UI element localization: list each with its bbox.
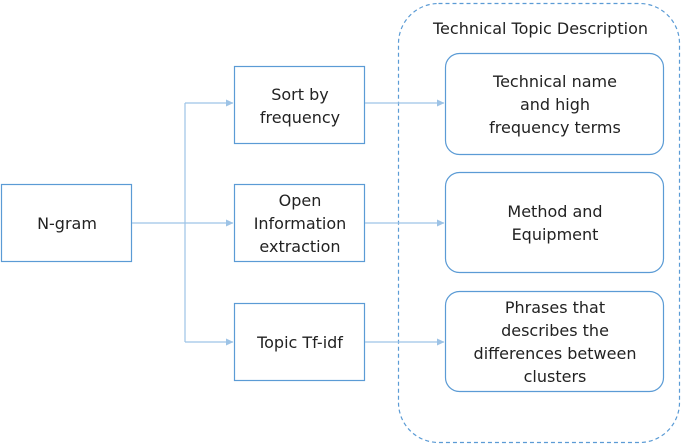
ngram-label: N-gram: [37, 214, 97, 233]
sort-by-frequency-label: Sort by frequency: [259, 84, 341, 127]
phrases-differences-box: [444, 290, 665, 393]
phrases-differences-label: Phrases that describes the differences b…: [473, 298, 637, 386]
technical-name-box: [444, 52, 665, 156]
method-equipment-box: [444, 171, 665, 274]
panel-title: Technical Topic Description: [433, 19, 649, 38]
sort-by-frequency-box: [233, 65, 366, 145]
topic-tfidf-label: Topic Tf-idf: [257, 333, 343, 352]
method-equipment-label: Method and Equipment: [507, 202, 603, 244]
open-information-extraction-box: [233, 183, 366, 263]
ngram-box: [0, 183, 133, 263]
open-information-extraction-label: Open Information extraction: [253, 191, 347, 256]
technical-name-label: Technical name and high frequency terms: [489, 72, 621, 137]
topic-tfidf-box: [233, 302, 366, 382]
